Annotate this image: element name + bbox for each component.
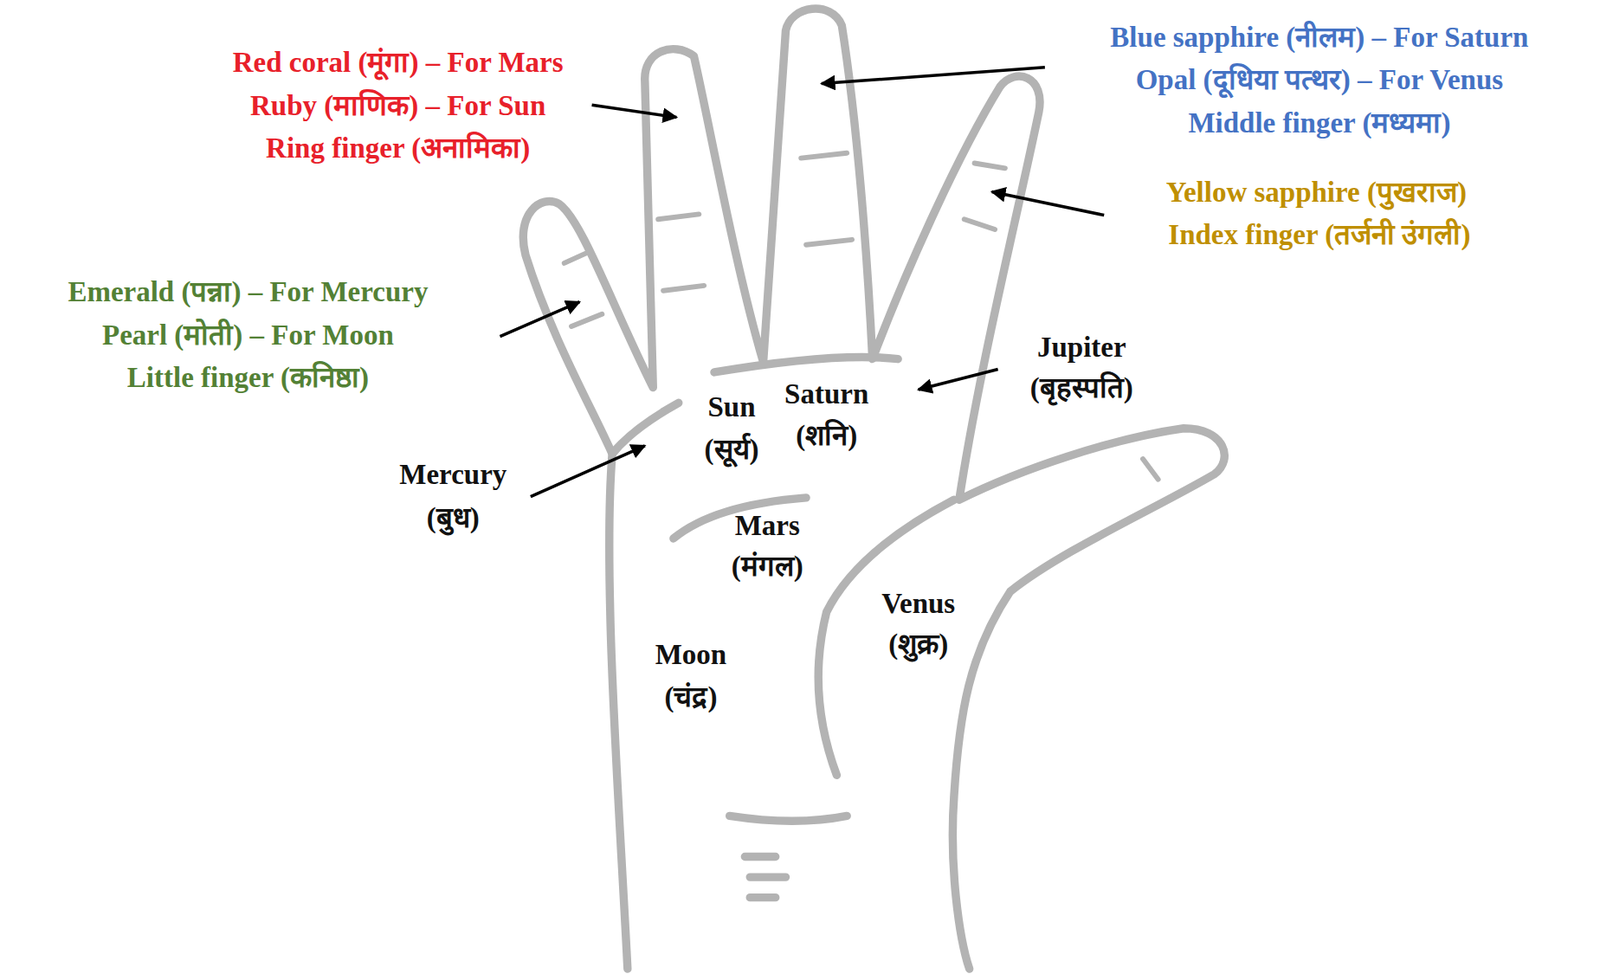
finger-label: Index finger (तर्जनी उंगली)	[1167, 219, 1471, 252]
finger-label: Ring finger (अनामिका)	[265, 132, 530, 166]
mount-label: (शुक्र)	[888, 628, 949, 662]
mount-label: (बुध)	[426, 502, 480, 536]
gem-label: Opal (दूधिया पत्थर) – For Venus	[1135, 64, 1504, 97]
leader-arrow	[592, 104, 678, 117]
palm-line	[714, 357, 898, 373]
gem-label: Blue sapphire (नीलम) – For Saturn	[1109, 21, 1529, 55]
mount-label: Venus	[881, 587, 955, 621]
leader-arrow	[918, 368, 999, 390]
mount-label: (मंगल)	[731, 550, 804, 584]
wrist-line	[744, 857, 786, 898]
hand-outline	[522, 8, 1225, 969]
leader-arrow	[992, 191, 1105, 215]
mount-label: Mars	[735, 509, 800, 543]
mount-label: Saturn	[784, 378, 869, 412]
gem-label: Ruby (माणिक) – For Sun	[250, 90, 546, 123]
wrist-line	[729, 815, 848, 821]
gem-label: Yellow sapphire (पुखराज)	[1166, 176, 1467, 210]
leader-arrow	[530, 445, 646, 497]
mount-label: (शनि)	[795, 419, 858, 453]
leader-arrow	[500, 302, 581, 337]
gem-label: Emerald (पन्ना) – For Mercury	[67, 276, 428, 310]
palm-line	[612, 402, 679, 454]
mount-label: Moon	[655, 638, 728, 672]
finger-crease	[564, 153, 1159, 480]
mount-label: (चंद्र)	[664, 681, 717, 715]
mount-label: Jupiter	[1037, 331, 1127, 365]
mount-label: (सूर्य)	[704, 433, 760, 467]
gem-label: Red coral (मूंगा) – For Mars	[232, 46, 564, 80]
mount-label: (बृहस्पति)	[1030, 372, 1134, 406]
mount-label: Sun	[708, 391, 756, 425]
finger-label: Little finger (कनिष्ठा)	[127, 361, 369, 395]
mount-label: Mercury	[399, 458, 507, 492]
gem-label: Pearl (मोती) – For Moon	[102, 319, 394, 353]
leader-arrow	[821, 67, 1046, 84]
finger-label: Middle finger (मध्यमा)	[1187, 107, 1451, 141]
palm-line	[818, 499, 955, 775]
